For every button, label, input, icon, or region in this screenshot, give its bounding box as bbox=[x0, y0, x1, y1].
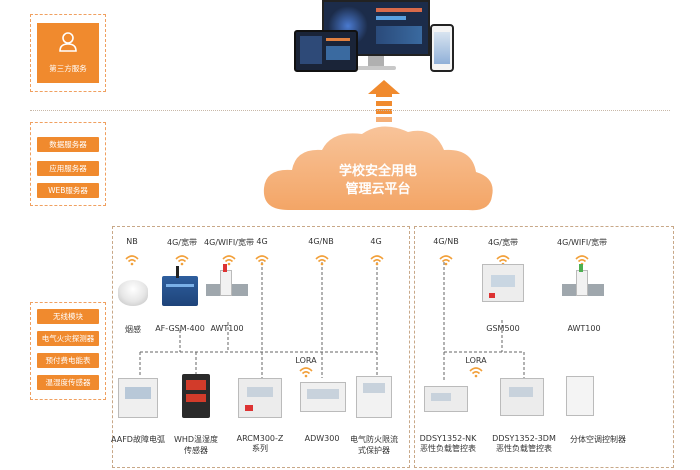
wifi-signal-icon bbox=[222, 255, 236, 266]
protocol-label: 4G/宽带 bbox=[167, 238, 197, 247]
gateway-label: GSM500 bbox=[486, 324, 520, 333]
protocol-label: 4G/NB bbox=[433, 237, 459, 246]
adw300-image bbox=[300, 382, 346, 412]
servers-panel: 数据服务器 应用服务器 WEB服务器 bbox=[30, 122, 106, 206]
ddsy1352-nk-image bbox=[424, 386, 468, 412]
protocol-label: 4G bbox=[370, 237, 382, 246]
app-server-button[interactable]: 应用服务器 bbox=[37, 161, 99, 176]
protocol-label: 4G bbox=[256, 237, 268, 246]
gateway-label: AWT100 bbox=[210, 324, 244, 333]
device-label: ARCM300-Z 系列 bbox=[236, 434, 284, 453]
protocol-label: 4G/WIFI/宽带 bbox=[204, 238, 254, 247]
awt100-right-image bbox=[562, 264, 604, 296]
gsm500-image bbox=[482, 264, 524, 302]
protocol-label: 4G/NB bbox=[308, 237, 334, 246]
upload-arrow bbox=[368, 80, 400, 122]
protocol-label: 4G/宽带 bbox=[488, 238, 518, 247]
cloud-shape bbox=[263, 126, 493, 211]
left-device-group bbox=[112, 226, 410, 468]
third-party-label: 第三方服务 bbox=[49, 64, 87, 73]
phone-image bbox=[430, 24, 454, 72]
wifi-signal-icon bbox=[439, 255, 453, 266]
protocol-label: NB bbox=[126, 237, 138, 246]
section-divider bbox=[30, 110, 670, 111]
cloud-title-line1: 学校安全用电 bbox=[338, 164, 417, 179]
wifi-signal-icon bbox=[299, 367, 313, 378]
web-server-button[interactable]: WEB服务器 bbox=[37, 183, 99, 198]
modules-panel: 无线模块 电气火灾探测器 预付费电能表 温湿度传感器 bbox=[30, 302, 106, 400]
data-server-button[interactable]: 数据服务器 bbox=[37, 137, 99, 152]
display-devices bbox=[290, 0, 460, 78]
ddsy1352-3dm-image bbox=[500, 378, 544, 416]
prepaid-meter-button[interactable]: 预付费电能表 bbox=[37, 353, 99, 368]
device-label: 电气防火限流 式保护器 bbox=[350, 435, 398, 455]
wifi-signal-icon bbox=[175, 255, 189, 266]
wireless-module-button[interactable]: 无线模块 bbox=[37, 309, 99, 324]
third-party-box: 第三方服务 bbox=[37, 23, 99, 83]
temp-humidity-button[interactable]: 温湿度传感器 bbox=[37, 375, 99, 390]
arcm300-image bbox=[238, 378, 282, 418]
whd-image bbox=[182, 374, 210, 418]
device-label: DDSY1352-NK 恶性负载管控表 bbox=[419, 434, 477, 453]
awt100-left-image bbox=[206, 264, 248, 296]
wifi-signal-icon bbox=[125, 255, 139, 266]
gateway-label: AF-GSM-400 bbox=[155, 324, 205, 333]
device-label: 分体空调控制器 bbox=[570, 435, 626, 444]
fire-detector-button[interactable]: 电气火灾探测器 bbox=[37, 331, 99, 346]
af-gsm-400-image bbox=[162, 266, 198, 306]
device-label: ADW300 bbox=[304, 434, 340, 443]
fire-limit-protector-image bbox=[356, 376, 392, 418]
gateway-label: AWT100 bbox=[567, 324, 601, 333]
smoke-detector-image bbox=[118, 280, 148, 306]
aafd-image bbox=[118, 378, 158, 418]
device-label: DDSY1352-3DM 恶性负载管控表 bbox=[492, 434, 556, 453]
right-device-group bbox=[414, 226, 674, 468]
device-label: AAFD故障电弧 bbox=[111, 435, 165, 444]
wifi-signal-icon bbox=[370, 255, 384, 266]
device-label: WHD温湿度 传感器 bbox=[173, 435, 219, 455]
gateway-label: 烟感 bbox=[125, 325, 141, 334]
wifi-signal-icon bbox=[315, 255, 329, 266]
protocol-label: 4G/WIFI/宽带 bbox=[557, 238, 607, 247]
wifi-signal-icon bbox=[469, 367, 483, 378]
cloud-title-line2: 管理云平台 bbox=[345, 182, 411, 197]
lora-label: LORA bbox=[465, 356, 487, 365]
wifi-signal-icon bbox=[255, 255, 269, 266]
lora-label: LORA bbox=[295, 356, 317, 365]
third-party-panel: 第三方服务 bbox=[30, 14, 106, 92]
split-ac-controller-image bbox=[566, 376, 594, 416]
tablet-image bbox=[294, 30, 358, 72]
user-icon bbox=[59, 32, 77, 52]
